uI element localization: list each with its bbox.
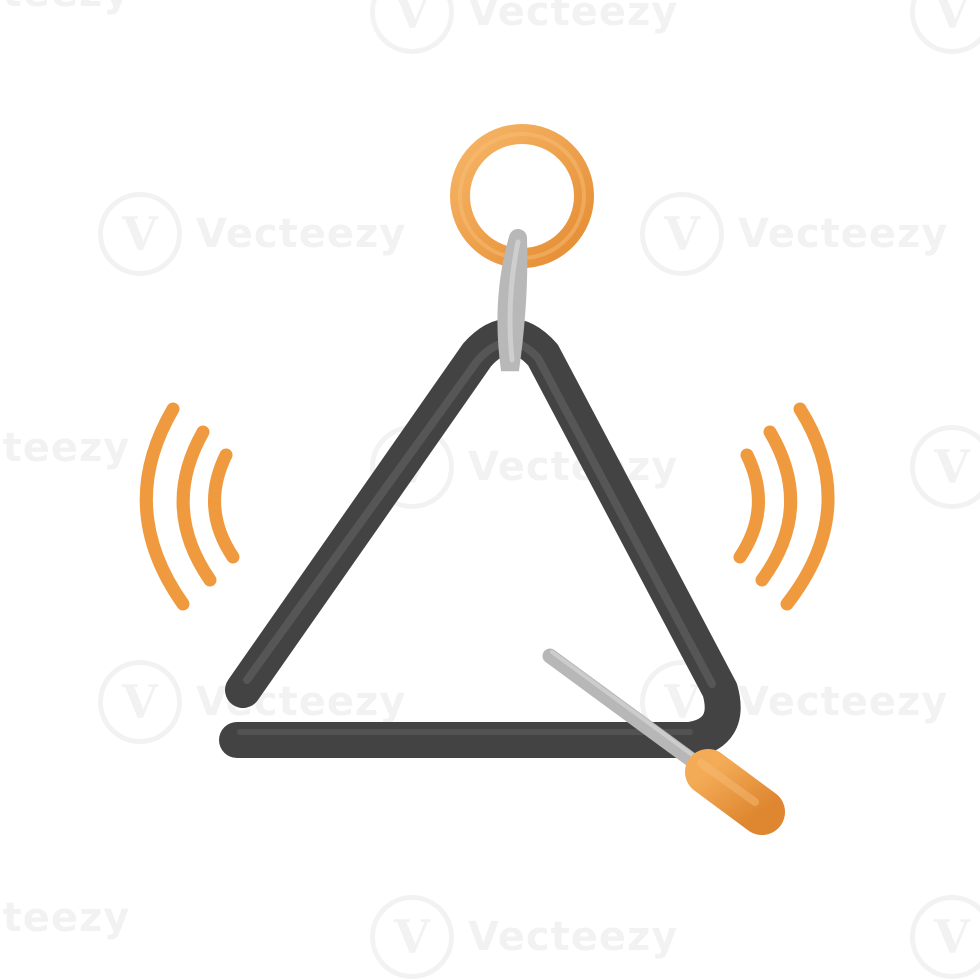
sound-wave-right-icon <box>733 402 835 611</box>
sound-wave-left-icon <box>139 402 240 611</box>
metal-clip-icon <box>497 229 528 372</box>
beater-icon <box>542 648 785 835</box>
triangle-instrument <box>219 318 741 758</box>
